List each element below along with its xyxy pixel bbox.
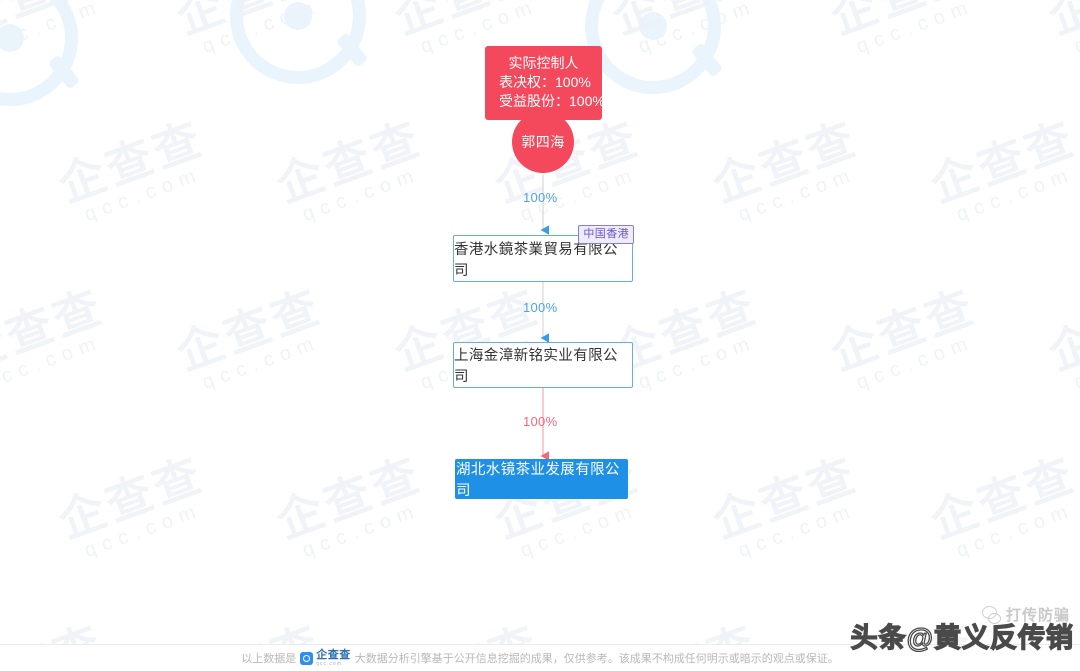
footer-disclaimer-bar: 以上数据是 企查查 qcc.com 大数据分析引擎基于公开信息挖掘的成果，仅供参… <box>0 644 1080 671</box>
tooltip-voting-right: 表决权：100% <box>499 74 591 90</box>
footer-prefix: 以上数据是 <box>241 653 297 665</box>
node-company-hubei-label: 湖北水镜茶业发展有限公司 <box>456 462 620 499</box>
node-company-shanghai[interactable]: 上海金漳新铭实业有限公司 <box>453 342 633 388</box>
tooltip-benefit-share: 受益股份：100% <box>499 93 605 109</box>
node-company-hubei[interactable]: 湖北水镜茶业发展有限公司 <box>455 459 628 499</box>
qcc-brand-logo: 企查查 qcc.com <box>300 648 351 667</box>
edge-label-hk-to-sh: 100% <box>523 300 558 315</box>
tooltip-title: 实际控制人 <box>508 55 579 71</box>
edge-label-sh-to-hb: 100% <box>523 414 558 429</box>
qcc-mark-icon <box>300 651 314 665</box>
node-person-guosihai[interactable]: 郭四海 <box>512 111 574 173</box>
actual-controller-tooltip: 实际控制人 表决权：100% 受益股份：100% <box>485 46 605 128</box>
node-company-hongkong-label: 香港水鏡茶業貿易有限公司 <box>454 241 618 279</box>
node-person-label: 郭四海 <box>521 134 565 150</box>
qcc-brand-cn: 企查查 <box>316 648 351 661</box>
footer-suffix: 大数据分析引擎基于公开信息挖掘的成果，仅供参考。该成果不构成任何明示或暗示的观点… <box>354 653 839 665</box>
node-company-hongkong[interactable]: 香港水鏡茶業貿易有限公司 中国香港 <box>453 225 634 282</box>
node-company-shanghai-label: 上海金漳新铭实业有限公司 <box>454 348 618 385</box>
qcc-brand-en: qcc.com <box>316 660 342 667</box>
edge-label-person-to-hk: 100% <box>523 190 558 205</box>
region-badge-hongkong: 中国香港 <box>578 225 634 244</box>
